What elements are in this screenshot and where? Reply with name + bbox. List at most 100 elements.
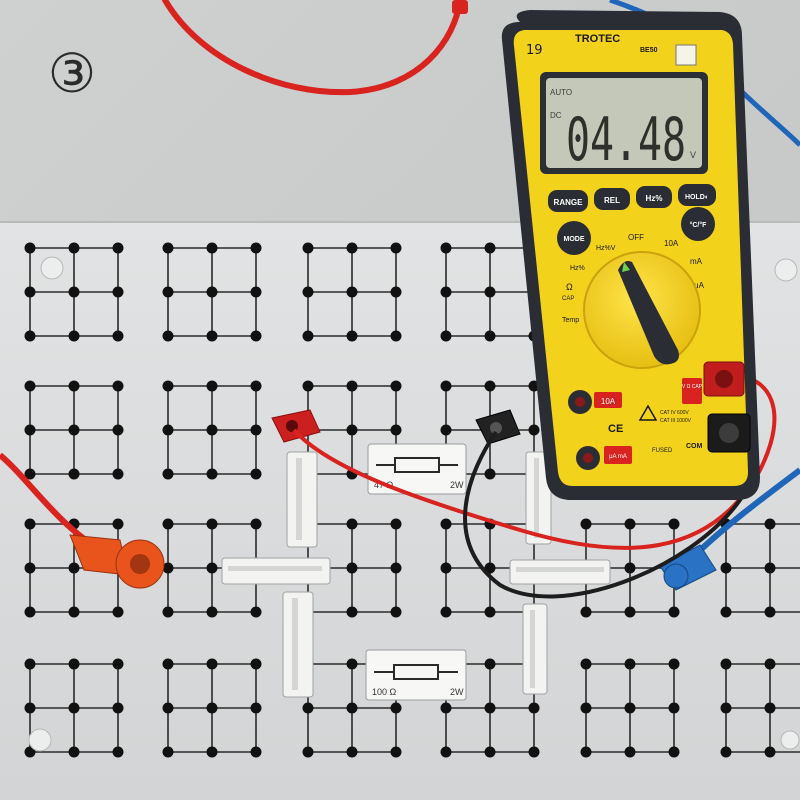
bridge-plug-ridge xyxy=(228,566,322,571)
socket-hole xyxy=(580,518,592,530)
socket-hole xyxy=(206,518,218,530)
hz-button[interactable]: Hz% xyxy=(636,186,672,208)
socket-hole xyxy=(162,468,174,480)
jack-ua-ma-badge xyxy=(604,446,632,464)
socket-hole xyxy=(440,424,452,436)
socket-hole xyxy=(206,702,218,714)
socket-hole xyxy=(162,242,174,254)
socket-hole xyxy=(68,330,80,342)
multimeter: 19 TROTEC BE50 AUTO DC 04.48 V RANGE REL… xyxy=(501,10,760,500)
hole-grid xyxy=(162,380,262,480)
socket-hole xyxy=(668,658,680,670)
socket-hole xyxy=(484,380,496,392)
socket-hole xyxy=(764,746,776,758)
socket-hole xyxy=(484,658,496,670)
socket-hole xyxy=(440,242,452,254)
socket-hole xyxy=(112,702,124,714)
cat-rating-1: CAT IV 600V xyxy=(660,410,689,416)
socket-hole xyxy=(112,242,124,254)
hole-grid xyxy=(302,242,402,342)
socket-hole xyxy=(624,518,636,530)
bridge-plug-ridge xyxy=(292,598,298,690)
cat-rating-2: CAT III 1000V xyxy=(660,418,692,424)
socket-hole xyxy=(112,286,124,298)
socket-hole xyxy=(250,468,262,480)
jack-ua-ma-core xyxy=(583,453,593,463)
socket-hole xyxy=(68,746,80,758)
socket-hole xyxy=(68,658,80,670)
step-number: ③ xyxy=(48,42,96,105)
socket-hole xyxy=(112,606,124,618)
socket-hole xyxy=(68,424,80,436)
rel-button[interactable]: REL xyxy=(594,188,630,210)
socket-hole xyxy=(250,380,262,392)
dial-label-v: Hz%V xyxy=(596,245,616,252)
socket-hole xyxy=(250,702,262,714)
mode-button[interactable]: MODE xyxy=(557,221,591,255)
socket-hole xyxy=(250,658,262,670)
socket-hole xyxy=(206,468,218,480)
socket-hole xyxy=(250,518,262,530)
socket-hole xyxy=(484,562,496,574)
socket-hole xyxy=(346,702,358,714)
socket-hole xyxy=(68,286,80,298)
socket-hole xyxy=(668,702,680,714)
model-label: BE50 xyxy=(640,47,658,54)
hold-button[interactable]: HOLD◐ xyxy=(678,184,716,206)
socket-hole xyxy=(162,286,174,298)
dial-label-ua: μA xyxy=(694,281,705,290)
resistor-power: 2W xyxy=(450,687,464,697)
dial-label-temp: Temp xyxy=(562,317,579,324)
socket-hole xyxy=(24,518,36,530)
socket-hole xyxy=(390,424,402,436)
socket-hole xyxy=(162,658,174,670)
socket-hole xyxy=(68,468,80,480)
lcd-screen xyxy=(546,78,702,168)
socket-hole xyxy=(24,468,36,480)
socket-hole xyxy=(390,606,402,618)
fused-label: FUSED xyxy=(652,448,673,454)
dial-label-ohm: Ω xyxy=(566,282,573,292)
socket-hole xyxy=(346,606,358,618)
socket-hole xyxy=(484,702,496,714)
socket-hole xyxy=(440,380,452,392)
jack-com-label: COM xyxy=(686,443,703,450)
socket-hole xyxy=(206,380,218,392)
socket-hole xyxy=(624,562,636,574)
range-button-label: RANGE xyxy=(554,198,584,207)
socket-hole xyxy=(250,746,262,758)
socket-hole xyxy=(484,286,496,298)
jack-vcap-label: V Ω CAP xyxy=(682,384,703,390)
socket-hole xyxy=(206,286,218,298)
socket-hole xyxy=(484,606,496,618)
socket-hole xyxy=(162,702,174,714)
socket-hole xyxy=(528,746,540,758)
socket-hole xyxy=(206,242,218,254)
socket-hole xyxy=(764,518,776,530)
socket-hole xyxy=(624,658,636,670)
serial-mark: 19 xyxy=(526,43,543,58)
socket-hole xyxy=(440,330,452,342)
socket-hole xyxy=(206,562,218,574)
socket-hole xyxy=(390,518,402,530)
socket-hole xyxy=(68,702,80,714)
black-probe-plug xyxy=(707,413,751,453)
range-button[interactable]: RANGE xyxy=(548,190,588,212)
temp-unit-button-label: °C/°F xyxy=(690,221,708,229)
socket-hole xyxy=(346,424,358,436)
temp-unit-button[interactable]: °C/°F xyxy=(681,207,715,241)
socket-hole xyxy=(580,606,592,618)
socket-hole xyxy=(206,330,218,342)
socket-hole xyxy=(302,702,314,714)
lcd-reading: 04.48 xyxy=(566,105,686,175)
jack-10a-badge xyxy=(594,392,622,408)
socket-hole xyxy=(112,746,124,758)
socket-hole xyxy=(390,242,402,254)
socket-hole xyxy=(624,606,636,618)
socket-hole xyxy=(484,746,496,758)
rotary-selector-dial[interactable] xyxy=(583,251,701,369)
socket-hole xyxy=(206,658,218,670)
socket-hole xyxy=(24,702,36,714)
socket-hole xyxy=(624,746,636,758)
